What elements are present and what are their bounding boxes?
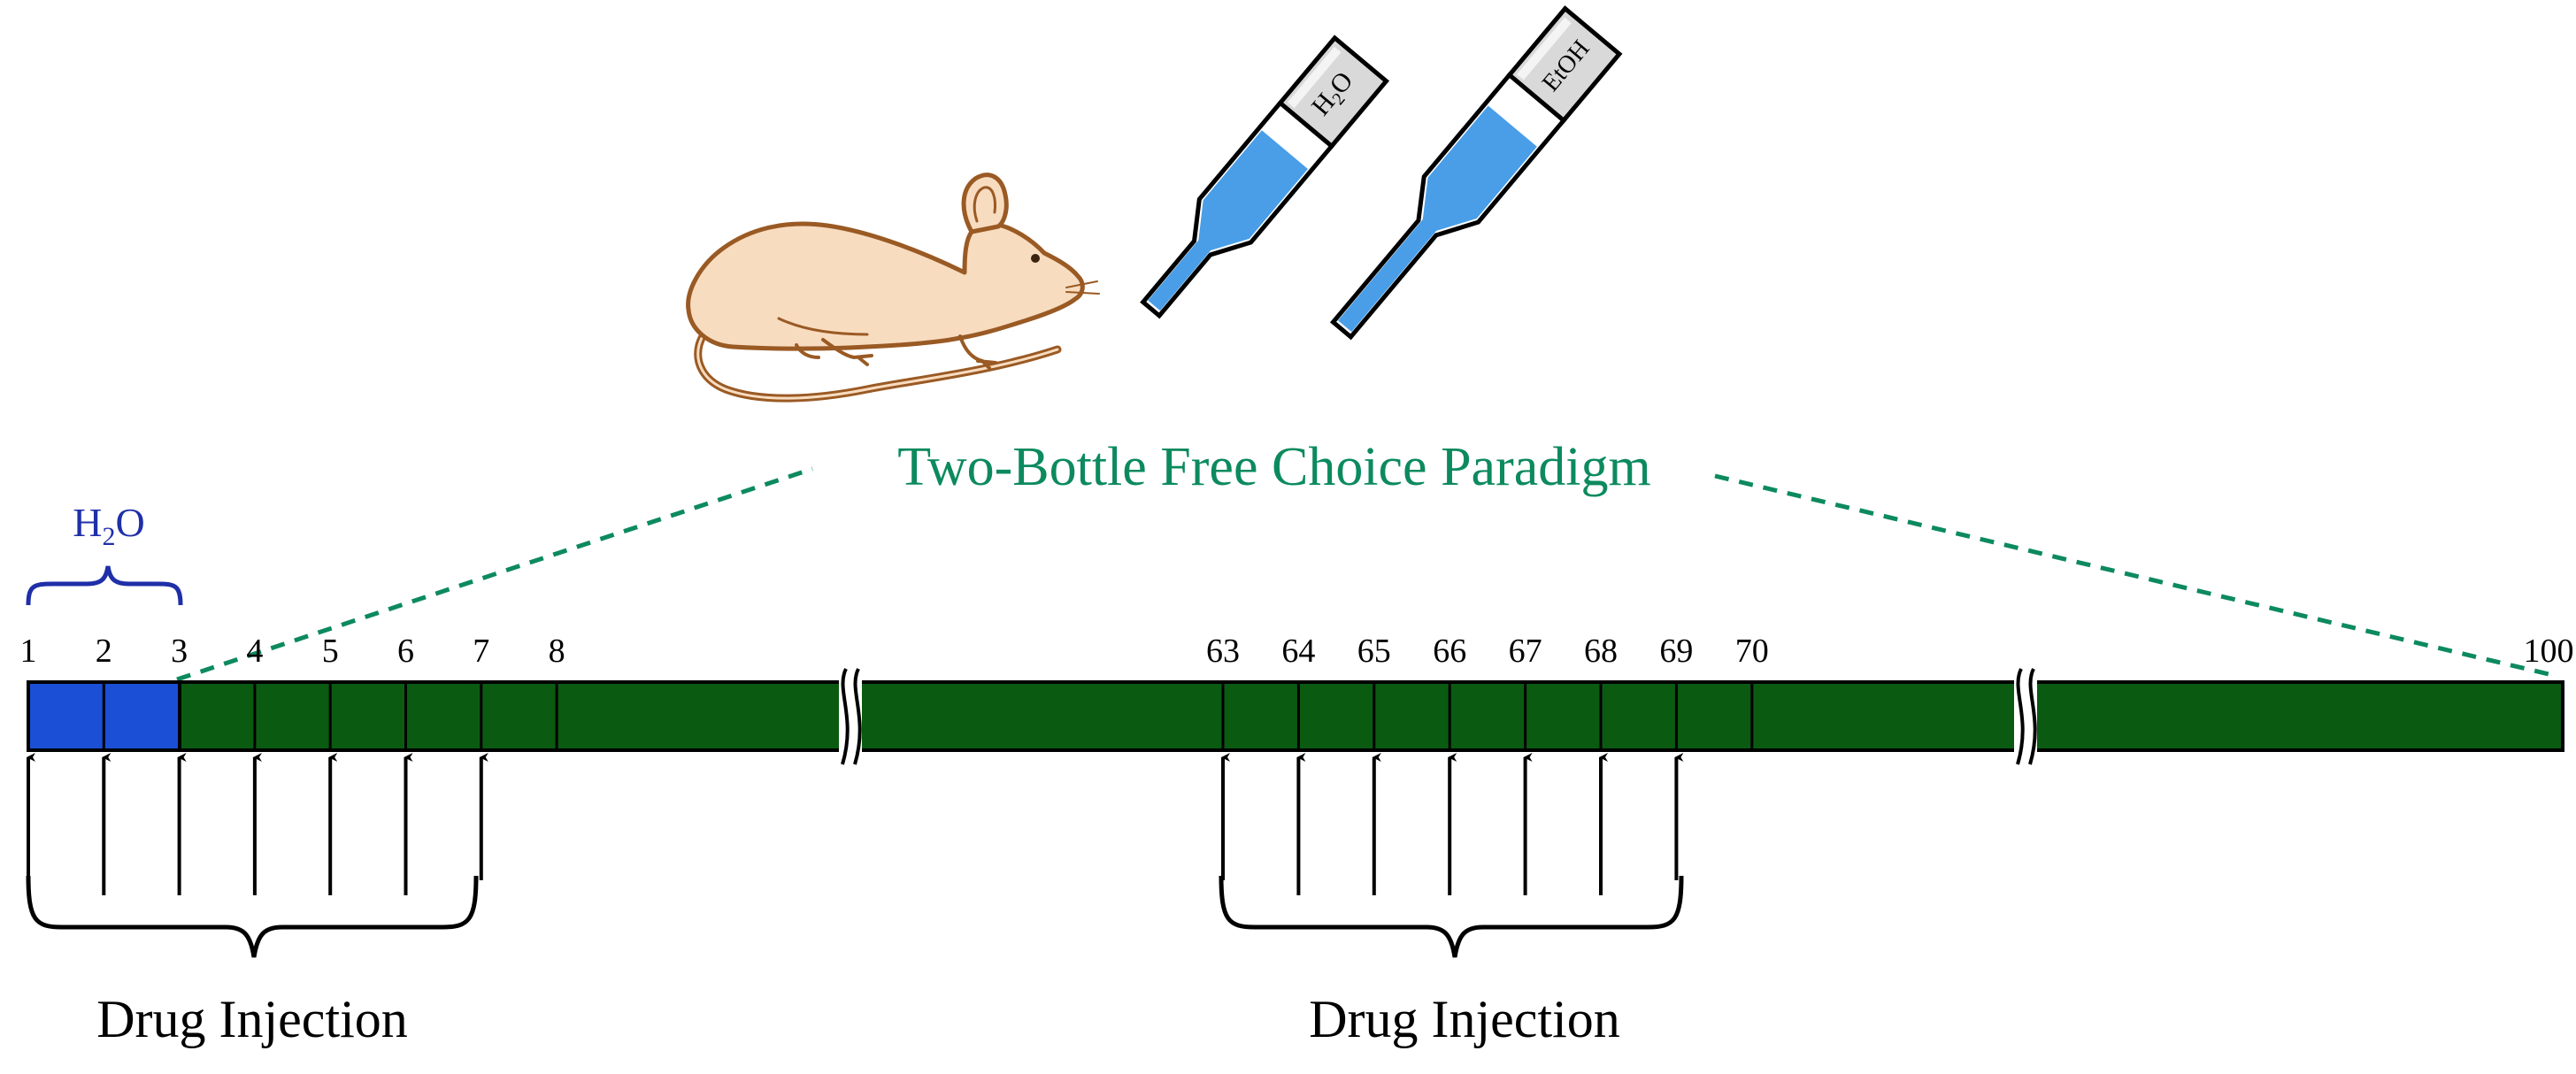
rat-eye xyxy=(1031,254,1040,263)
rat-body xyxy=(686,221,1085,351)
zoom-line-left xyxy=(176,466,813,682)
injection-brace-1 xyxy=(26,875,479,958)
water-phase-label-main: H xyxy=(73,500,102,545)
rat-ear-inner xyxy=(973,186,996,223)
day-label-1: 1 xyxy=(20,633,37,670)
water-phase-label-sub: 2 xyxy=(103,522,116,551)
day-label-70: 70 xyxy=(1735,633,1769,670)
day-label-6: 6 xyxy=(397,633,414,670)
axis-break-icon xyxy=(839,668,862,765)
water-phase-label: H2O xyxy=(73,500,144,551)
rat-icon xyxy=(686,173,1100,403)
timeline xyxy=(27,668,2564,765)
water-phase-brace xyxy=(26,565,183,606)
day-label-65: 65 xyxy=(1357,633,1391,670)
day-label-2: 2 xyxy=(96,633,112,670)
rat-belly-line xyxy=(777,317,869,336)
timeline-choice-phase xyxy=(27,680,2564,752)
rat-ear xyxy=(961,173,1009,234)
rat-whiskers xyxy=(1065,280,1100,295)
day-label-8: 8 xyxy=(549,633,565,670)
injection-label-1: Drug Injection xyxy=(96,990,408,1048)
day-ticks xyxy=(102,682,1754,750)
rat-hind-leg xyxy=(795,338,873,366)
day-label-67: 67 xyxy=(1509,633,1542,670)
water-bottle-icon: H2O xyxy=(1140,35,1390,319)
day-label-69: 69 xyxy=(1659,633,1693,670)
water-bottle-liquid xyxy=(1148,130,1308,311)
day-label-68: 68 xyxy=(1584,633,1618,670)
day-label-7: 7 xyxy=(473,633,489,670)
day-label-66: 66 xyxy=(1433,633,1466,670)
zoom-line-right xyxy=(1714,473,2549,677)
axis-break-icon xyxy=(2014,668,2037,765)
ethanol-bottle-liquid xyxy=(1338,105,1537,333)
day-label-5: 5 xyxy=(322,633,339,670)
day-label-4: 4 xyxy=(246,633,263,670)
injection-brace-2 xyxy=(1219,875,1684,958)
injection-arrows xyxy=(27,753,1684,895)
day-label-64: 64 xyxy=(1281,633,1315,670)
water-phase-label-end: O xyxy=(116,500,145,545)
paradigm-title: Two-Bottle Free Choice Paradigm xyxy=(897,437,1650,497)
ethanol-bottle-icon: EtOH xyxy=(1329,5,1623,341)
day-label-100: 100 xyxy=(2524,633,2574,670)
day-label-63: 63 xyxy=(1206,633,1240,670)
injection-label-2: Drug Injection xyxy=(1309,990,1620,1048)
rat-front-leg xyxy=(958,334,997,370)
day-label-3: 3 xyxy=(171,633,188,670)
